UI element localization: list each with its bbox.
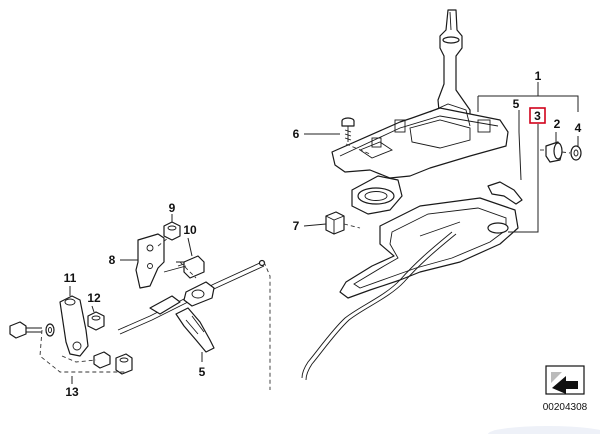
callout-11: 11: [64, 271, 77, 285]
callout-7: 7: [293, 219, 300, 233]
washer-part-4: [570, 145, 582, 161]
callout-8: 8: [109, 253, 116, 267]
callout-leaders: [69, 82, 579, 384]
callout-3-highlight-box: [529, 107, 546, 124]
lever-part-11: [59, 295, 89, 357]
selector-rod: [117, 259, 266, 335]
bracket-part-8: [135, 233, 165, 289]
clip-part-7: [325, 211, 345, 235]
callout-2: 2: [554, 117, 561, 131]
nut-part-9: [163, 221, 181, 241]
nut-part-12: [87, 311, 105, 331]
clip-part-5-lower: [175, 307, 215, 353]
shift-lever-assembly: [331, 9, 523, 299]
assembly-guide-lines: [39, 143, 571, 390]
direction-arrow-icon: [545, 365, 585, 395]
document-number: 00204308: [543, 402, 588, 413]
callout-13: 13: [65, 385, 79, 399]
bolt-set-part-13: [9, 321, 133, 375]
callout-12: 12: [87, 291, 101, 305]
callout-5-upper: 5: [513, 97, 520, 111]
callout-1: 1: [535, 69, 542, 83]
bolt-part-10: [163, 255, 205, 279]
callout-9: 9: [169, 201, 176, 215]
screw-part-6: [341, 117, 355, 142]
callout-4: 4: [575, 121, 582, 135]
shift-cable: [301, 231, 457, 381]
callout-3: 3: [534, 109, 541, 123]
bushing-part-2: [545, 141, 563, 163]
background-artifact: [488, 426, 600, 434]
callout-labels: 1 5 3 2 4 6 7 8 9 10 11 12 5 13: [64, 69, 582, 399]
callout-5-lower: 5: [199, 365, 206, 379]
callout-10: 10: [183, 223, 197, 237]
callout-6: 6: [293, 127, 300, 141]
